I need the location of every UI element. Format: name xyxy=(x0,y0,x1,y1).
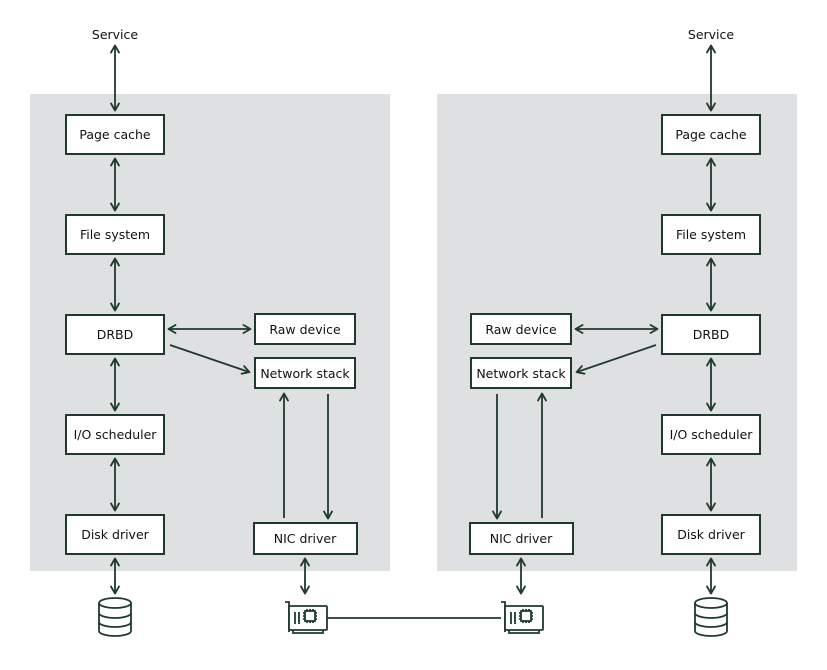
left-page-cache-label: Page cache xyxy=(79,127,151,142)
left-database-icon xyxy=(98,597,132,637)
right-io-scheduler-box: I/O scheduler xyxy=(661,414,761,455)
left-network-stack-box: Network stack xyxy=(254,357,356,389)
left-network-stack-label: Network stack xyxy=(260,366,350,381)
right-file-system-box: File system xyxy=(661,214,761,255)
right-disk-driver-box: Disk driver xyxy=(661,514,761,555)
left-arrow-drbd-network-stack xyxy=(169,344,251,375)
left-drbd-label: DRBD xyxy=(97,327,134,342)
right-service-label: Service xyxy=(688,27,735,42)
left-network-card-icon xyxy=(285,601,328,634)
right-arrow-drbd-network-stack xyxy=(575,344,657,375)
left-raw-device-label: Raw device xyxy=(269,322,341,337)
left-service-label: Service xyxy=(92,27,139,42)
left-file-system-box: File system xyxy=(65,214,165,255)
left-file-system-label: File system xyxy=(80,227,150,242)
right-drbd-box: DRBD xyxy=(661,314,761,355)
right-database-icon xyxy=(694,597,728,637)
left-drbd-box: DRBD xyxy=(65,314,165,355)
right-page-cache-box: Page cache xyxy=(661,114,761,155)
right-nic-driver-box: NIC driver xyxy=(469,522,574,555)
right-disk-driver-label: Disk driver xyxy=(677,527,745,542)
right-file-system-label: File system xyxy=(676,227,746,242)
left-disk-driver-label: Disk driver xyxy=(81,527,149,542)
right-network-stack-box: Network stack xyxy=(470,357,572,389)
left-nic-driver-box: NIC driver xyxy=(253,522,358,555)
right-page-cache-label: Page cache xyxy=(675,127,747,142)
right-raw-device-label: Raw device xyxy=(485,322,557,337)
right-network-stack-label: Network stack xyxy=(476,366,566,381)
right-io-scheduler-label: I/O scheduler xyxy=(670,427,754,442)
left-io-scheduler-label: I/O scheduler xyxy=(74,427,158,442)
right-raw-device-box: Raw device xyxy=(470,313,572,345)
right-drbd-label: DRBD xyxy=(693,327,730,342)
left-io-scheduler-box: I/O scheduler xyxy=(65,414,165,455)
left-raw-device-box: Raw device xyxy=(254,313,356,345)
left-disk-driver-box: Disk driver xyxy=(65,514,165,555)
left-page-cache-box: Page cache xyxy=(65,114,165,155)
right-nic-driver-label: NIC driver xyxy=(490,531,553,546)
left-nic-driver-label: NIC driver xyxy=(274,531,337,546)
right-network-card-icon xyxy=(501,601,544,634)
